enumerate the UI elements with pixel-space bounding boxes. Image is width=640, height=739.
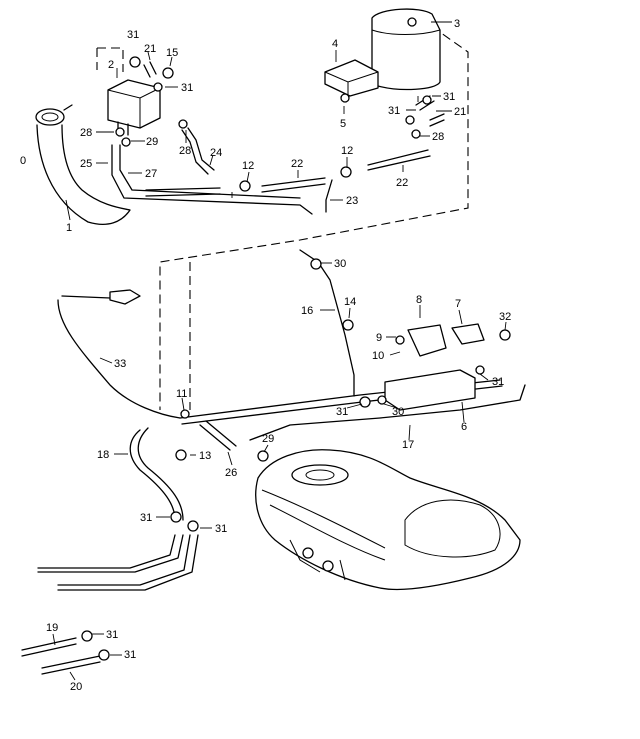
label-16: 16 xyxy=(301,305,313,317)
label-1: 1 xyxy=(66,222,72,234)
label-28c: 28 xyxy=(432,131,444,143)
label-19: 19 xyxy=(46,622,58,634)
label-31i: 31 xyxy=(106,629,118,641)
label-5: 5 xyxy=(340,118,346,130)
label-9: 9 xyxy=(376,332,382,344)
label-17: 17 xyxy=(402,439,414,451)
label-15: 15 xyxy=(166,47,178,59)
label-18: 18 xyxy=(97,449,109,461)
label-12a: 12 xyxy=(242,160,254,172)
label-13: 13 xyxy=(199,450,211,462)
fuel-tank xyxy=(255,449,521,591)
label-23: 23 xyxy=(346,195,358,207)
hose-clamps xyxy=(81,17,485,661)
label-30b: 30 xyxy=(392,406,404,418)
label-30a: 30 xyxy=(334,258,346,270)
label-32: 32 xyxy=(499,311,511,323)
assembly-dashed-lines xyxy=(96,17,469,410)
label-28b: 28 xyxy=(179,145,191,157)
label-31h: 31 xyxy=(215,523,227,535)
label-31e: 31 xyxy=(492,376,504,388)
label-12b: 12 xyxy=(341,145,353,157)
label-31b: 31 xyxy=(181,82,193,94)
label-22a: 22 xyxy=(291,158,303,170)
label-20: 20 xyxy=(70,681,82,693)
label-0: 0 xyxy=(20,155,26,167)
label-33: 33 xyxy=(114,358,126,370)
label-31d: 31 xyxy=(388,105,400,117)
vent-canister xyxy=(109,289,511,411)
filler-neck xyxy=(35,104,131,225)
label-26: 26 xyxy=(225,467,237,479)
label-24: 24 xyxy=(210,147,222,159)
label-2: 2 xyxy=(108,59,114,71)
label-31g: 31 xyxy=(140,512,152,524)
label-8: 8 xyxy=(416,294,422,306)
label-22b: 22 xyxy=(396,177,408,189)
label-27: 27 xyxy=(145,168,157,180)
leader-lines xyxy=(52,21,507,681)
label-31c: 31 xyxy=(443,91,455,103)
label-14: 14 xyxy=(344,296,356,308)
hoses xyxy=(21,61,526,675)
label-3: 3 xyxy=(454,18,460,30)
label-10: 10 xyxy=(372,350,384,362)
label-29b: 29 xyxy=(262,433,274,445)
charcoal-canister xyxy=(324,8,441,103)
label-21a: 21 xyxy=(144,43,156,55)
part-number-labels: 0 1 2 3 4 5 6 7 8 9 10 11 12 12 13 14 15… xyxy=(20,18,511,693)
label-25: 25 xyxy=(80,158,92,170)
label-21b: 21 xyxy=(454,106,466,118)
label-4: 4 xyxy=(332,38,338,50)
label-28a: 28 xyxy=(80,127,92,139)
label-31j: 31 xyxy=(124,649,136,661)
expansion-tank xyxy=(107,79,161,136)
label-6: 6 xyxy=(461,421,467,433)
label-31a: 31 xyxy=(127,29,139,41)
label-11: 11 xyxy=(176,388,187,400)
label-7: 7 xyxy=(455,298,461,310)
label-31f: 31 xyxy=(336,406,348,418)
label-29a: 29 xyxy=(146,136,158,148)
